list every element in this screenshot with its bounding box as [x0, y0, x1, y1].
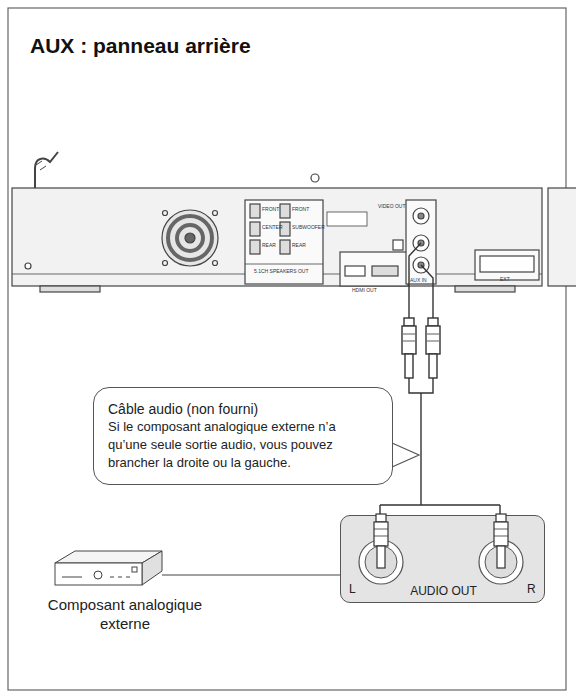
panel-label: AUDIO OUT — [341, 584, 546, 598]
audio-out-panel: L RAUDIO OUT — [340, 515, 545, 603]
panel-marking: HDMI OUT — [352, 287, 377, 293]
panel-marking: SUBWOOFER — [292, 224, 325, 230]
audio-cable — [380, 243, 500, 515]
panel-marking: REAR — [262, 242, 276, 248]
power-cord — [35, 152, 58, 188]
component-icon — [40, 545, 210, 595]
panel-marking: EXT — [500, 276, 510, 282]
fan — [162, 210, 218, 266]
rear-panel — [12, 152, 576, 292]
callout-box: Câble audio (non fourni)Si le composant … — [93, 387, 393, 485]
component-label: Composant analogique externe — [40, 595, 210, 633]
connector-line — [210, 574, 340, 575]
speaker-terminals — [245, 200, 323, 284]
callout-heading: Câble audio (non fourni) — [108, 400, 378, 418]
callout-note: Si le composant analogique externe n’a q… — [108, 418, 378, 472]
panel-marking: CENTER — [262, 224, 283, 230]
title: AUX : panneau arrière — [30, 34, 251, 58]
panel-marking: FRONT — [262, 206, 279, 212]
panel-marking: REAR — [292, 242, 306, 248]
jack-column — [406, 200, 436, 284]
panel-marking: VIDEO OUT — [378, 203, 406, 209]
panel-marking: FRONT — [292, 206, 309, 212]
panel-marking: 5.1CH SPEAKERS OUT — [254, 268, 308, 274]
external-component: Composant analogique externe — [40, 545, 210, 633]
frame — [8, 8, 566, 690]
callout-pointer — [392, 443, 419, 467]
hdmi-block — [340, 240, 408, 286]
jack-label: L — [349, 582, 356, 596]
scart-socket — [475, 250, 539, 280]
jack-label: R — [527, 582, 536, 596]
panel-marking: AUX IN — [410, 277, 427, 283]
